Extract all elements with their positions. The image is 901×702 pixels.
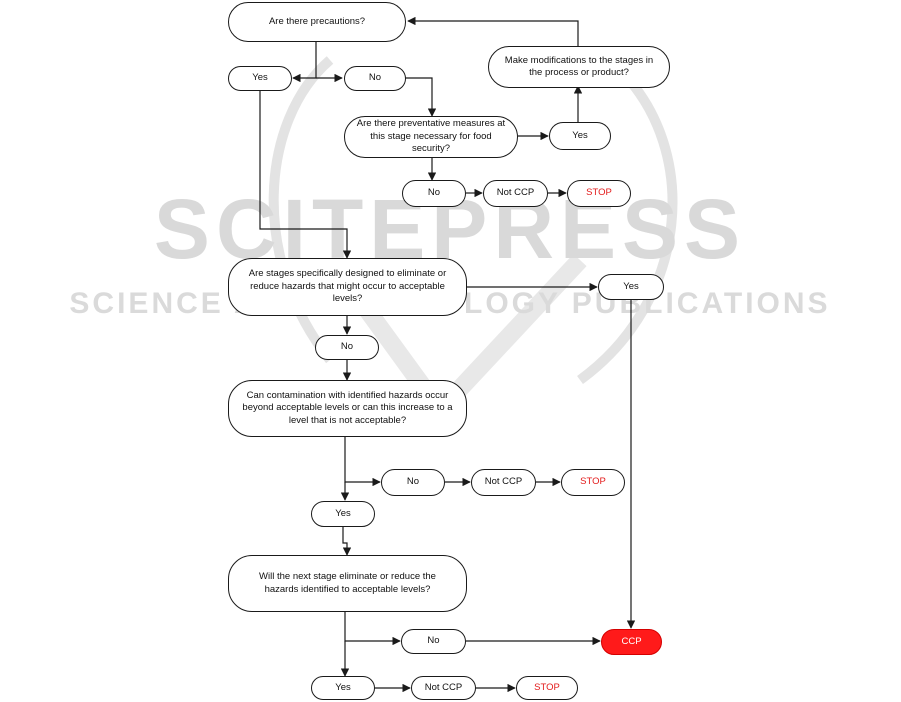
edge-no-preventative — [405, 77, 437, 117]
node-modifications: Make modifications to the stages in the … — [488, 46, 670, 88]
node-no-precautions: No — [344, 66, 406, 91]
node-no-next-stage: No — [401, 629, 466, 654]
node-stop-3: STOP — [516, 676, 578, 700]
edge-precautions-yes — [292, 42, 317, 83]
watermark-arc — [268, 56, 334, 364]
node-q-preventative: Are there preventative measures at this … — [344, 116, 518, 158]
node-yes-contamination: Yes — [311, 501, 375, 527]
edge-nextstage-no — [344, 612, 401, 646]
node-q-next-stage: Will the next stage eliminate or reduce … — [228, 555, 467, 612]
edge-contamination-no — [344, 437, 381, 487]
edge-yes-nextstage — [342, 527, 352, 556]
node-yes-precautions: Yes — [228, 66, 292, 91]
node-q-contamination: Can contamination with identified hazard… — [228, 380, 467, 437]
watermark-arc-right — [577, 66, 678, 385]
node-notccp-2: Not CCP — [471, 469, 536, 496]
node-yes-designed: Yes — [598, 274, 664, 300]
node-notccp-1: Not CCP — [483, 180, 548, 207]
node-yes-next-stage: Yes — [311, 676, 375, 700]
node-notccp-3: Not CCP — [411, 676, 476, 700]
node-no-contamination: No — [381, 469, 445, 496]
node-ccp: CCP — [601, 629, 662, 655]
node-no-designed: No — [315, 335, 379, 360]
node-q-designed: Are stages specifically designed to elim… — [228, 258, 467, 316]
edge-modifications-precautions — [407, 16, 579, 46]
node-q-precautions: Are there precautions? — [228, 2, 406, 42]
node-no-preventative: No — [402, 180, 466, 207]
edge-yes-designed — [259, 91, 352, 259]
node-stop-2: STOP — [561, 469, 625, 496]
node-yes-preventative: Yes — [549, 122, 611, 150]
node-stop-1: STOP — [567, 180, 631, 207]
